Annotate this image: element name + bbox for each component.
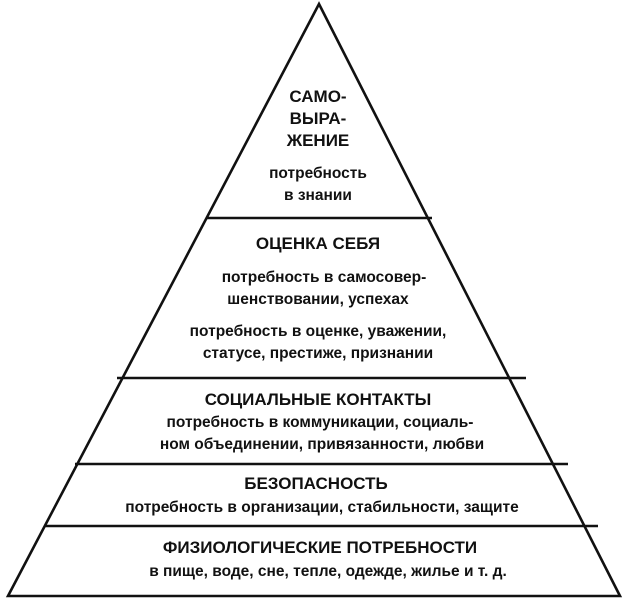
level-heading: ВЫРА- — [290, 109, 347, 128]
level-self-expression: САМО- ВЫРА- ЖЕНИЕ потребность в знании — [269, 87, 367, 204]
level-self-esteem: ОЦЕНКА СЕБЯ потребность в самосовер- шен… — [190, 234, 447, 362]
level-detail: шенствовании, успехах — [227, 291, 409, 308]
level-detail: статусе, престиже, признании — [203, 345, 433, 362]
level-physiological: ФИЗИОЛОГИЧЕСКИЕ ПОТРЕБНОСТИ в пище, воде… — [149, 538, 507, 580]
level-detail: потребность в организации, стабильности,… — [125, 499, 519, 516]
level-detail: в знании — [284, 187, 352, 204]
pyramid-outline — [5, 1, 623, 598]
level-detail: потребность в коммуникации, социаль- — [167, 414, 474, 431]
level-heading: ОЦЕНКА СЕБЯ — [256, 234, 380, 253]
level-social-contacts: СОЦИАЛЬНЫЕ КОНТАКТЫ потребность в коммун… — [160, 390, 484, 453]
level-safety: БЕЗОПАСНОСТЬ потребность в организации, … — [125, 474, 519, 516]
level-detail: потребность в самосовер- — [222, 269, 427, 286]
level-heading: САМО- — [289, 87, 346, 106]
level-detail: ном объединении, привязанности, любви — [160, 436, 484, 453]
level-heading: БЕЗОПАСНОСТЬ — [244, 474, 388, 493]
level-detail: в пище, воде, сне, тепле, одежде, жилье … — [149, 563, 507, 580]
level-heading: СОЦИАЛЬНЫЕ КОНТАКТЫ — [205, 390, 432, 409]
level-heading: ЖЕНИЕ — [286, 131, 350, 150]
level-heading: ФИЗИОЛОГИЧЕСКИЕ ПОТРЕБНОСТИ — [163, 538, 477, 557]
level-detail: потребность в оценке, уважении, — [190, 323, 447, 340]
level-detail: потребность — [269, 165, 367, 182]
